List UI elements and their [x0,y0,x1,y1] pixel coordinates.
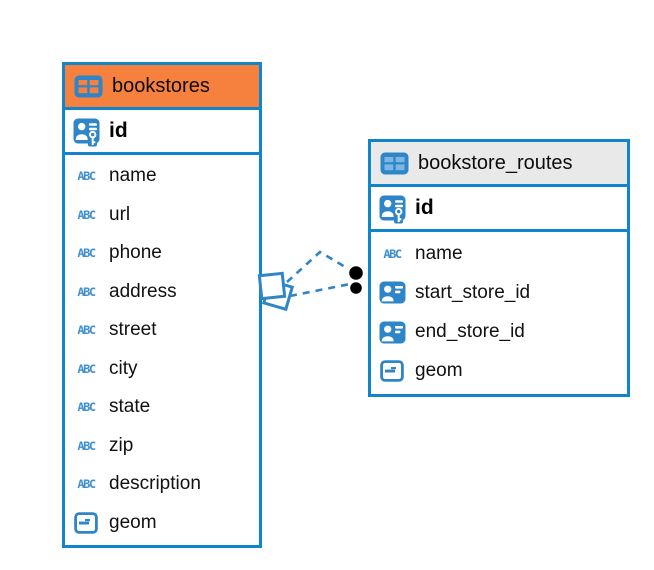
columns-list: ABC name start_store_id end_store_id geom [371,232,627,394]
reference-type-icon [377,321,407,344]
column-row[interactable]: ABC zip [65,427,259,466]
text-type-icon: ABC [77,362,96,376]
column-name: end_store_id [415,321,525,343]
column-row[interactable]: geom [371,352,627,391]
column-name: name [415,242,463,264]
column-row[interactable]: end_store_id [371,313,627,352]
text-type-icon: ABC [383,246,402,261]
text-type-icon: ABC [77,323,96,337]
table-name: bookstores [112,74,210,97]
column-name: street [109,319,157,341]
relationship-diamond-marker[interactable] [257,271,287,301]
text-type-icon: ABC [77,285,96,299]
column-name: start_store_id [415,281,531,303]
table-header[interactable]: bookstore_routes [371,142,627,187]
text-type-icon: ABC [77,477,96,491]
column-row[interactable]: ABC description [65,465,259,504]
text-type-icon: ABC [77,208,96,222]
column-name: phone [109,242,162,264]
text-type-icon: ABC [77,246,96,260]
table-bookstore-routes[interactable]: bookstore_routes id ABC name start_store_… [368,139,630,397]
column-row[interactable]: ABC city [65,350,259,389]
table-icon [73,75,103,98]
column-name: geom [415,360,463,382]
table-icon [379,152,409,175]
relationship-line-start_store_id[interactable] [286,250,353,283]
column-row[interactable]: start_store_id [371,273,627,312]
column-row[interactable]: geom [65,504,259,543]
column-row[interactable]: ABC state [65,388,259,427]
column-row[interactable]: ABC address [65,273,259,312]
text-type-icon: ABC [77,439,96,453]
relationship-endpoint-dot[interactable] [347,279,365,297]
table-name: bookstore_routes [418,151,573,174]
column-row[interactable]: ABC name [371,234,627,273]
column-name: city [109,357,138,379]
column-name: url [109,203,131,225]
relationship-endpoint-dot[interactable] [346,263,366,283]
primary-key-icon [377,191,407,226]
relationship-diamond-marker[interactable] [261,278,295,312]
column-row[interactable]: ABC url [65,196,259,235]
column-name: address [109,280,177,302]
column-name: geom [109,511,157,533]
primary-key-row[interactable]: id [65,110,259,155]
column-row[interactable]: ABC street [65,311,259,350]
table-header[interactable]: bookstores [65,65,259,110]
column-name: state [109,396,151,418]
text-type-icon: ABC [77,169,96,183]
primary-key-icon [71,114,101,149]
column-name: zip [109,434,134,456]
relationship-line-end_store_id[interactable] [289,282,351,298]
text-type-icon: ABC [77,400,96,414]
geometry-type-icon [377,360,407,383]
primary-key-row[interactable]: id [371,187,627,232]
geometry-type-icon [71,511,101,534]
column-row[interactable]: ABC phone [65,234,259,273]
reference-type-icon [377,281,407,304]
primary-key-name: id [109,119,128,142]
column-row[interactable]: ABC name [65,157,259,196]
column-name: description [109,473,201,495]
primary-key-name: id [415,196,434,219]
column-name: name [109,165,157,187]
